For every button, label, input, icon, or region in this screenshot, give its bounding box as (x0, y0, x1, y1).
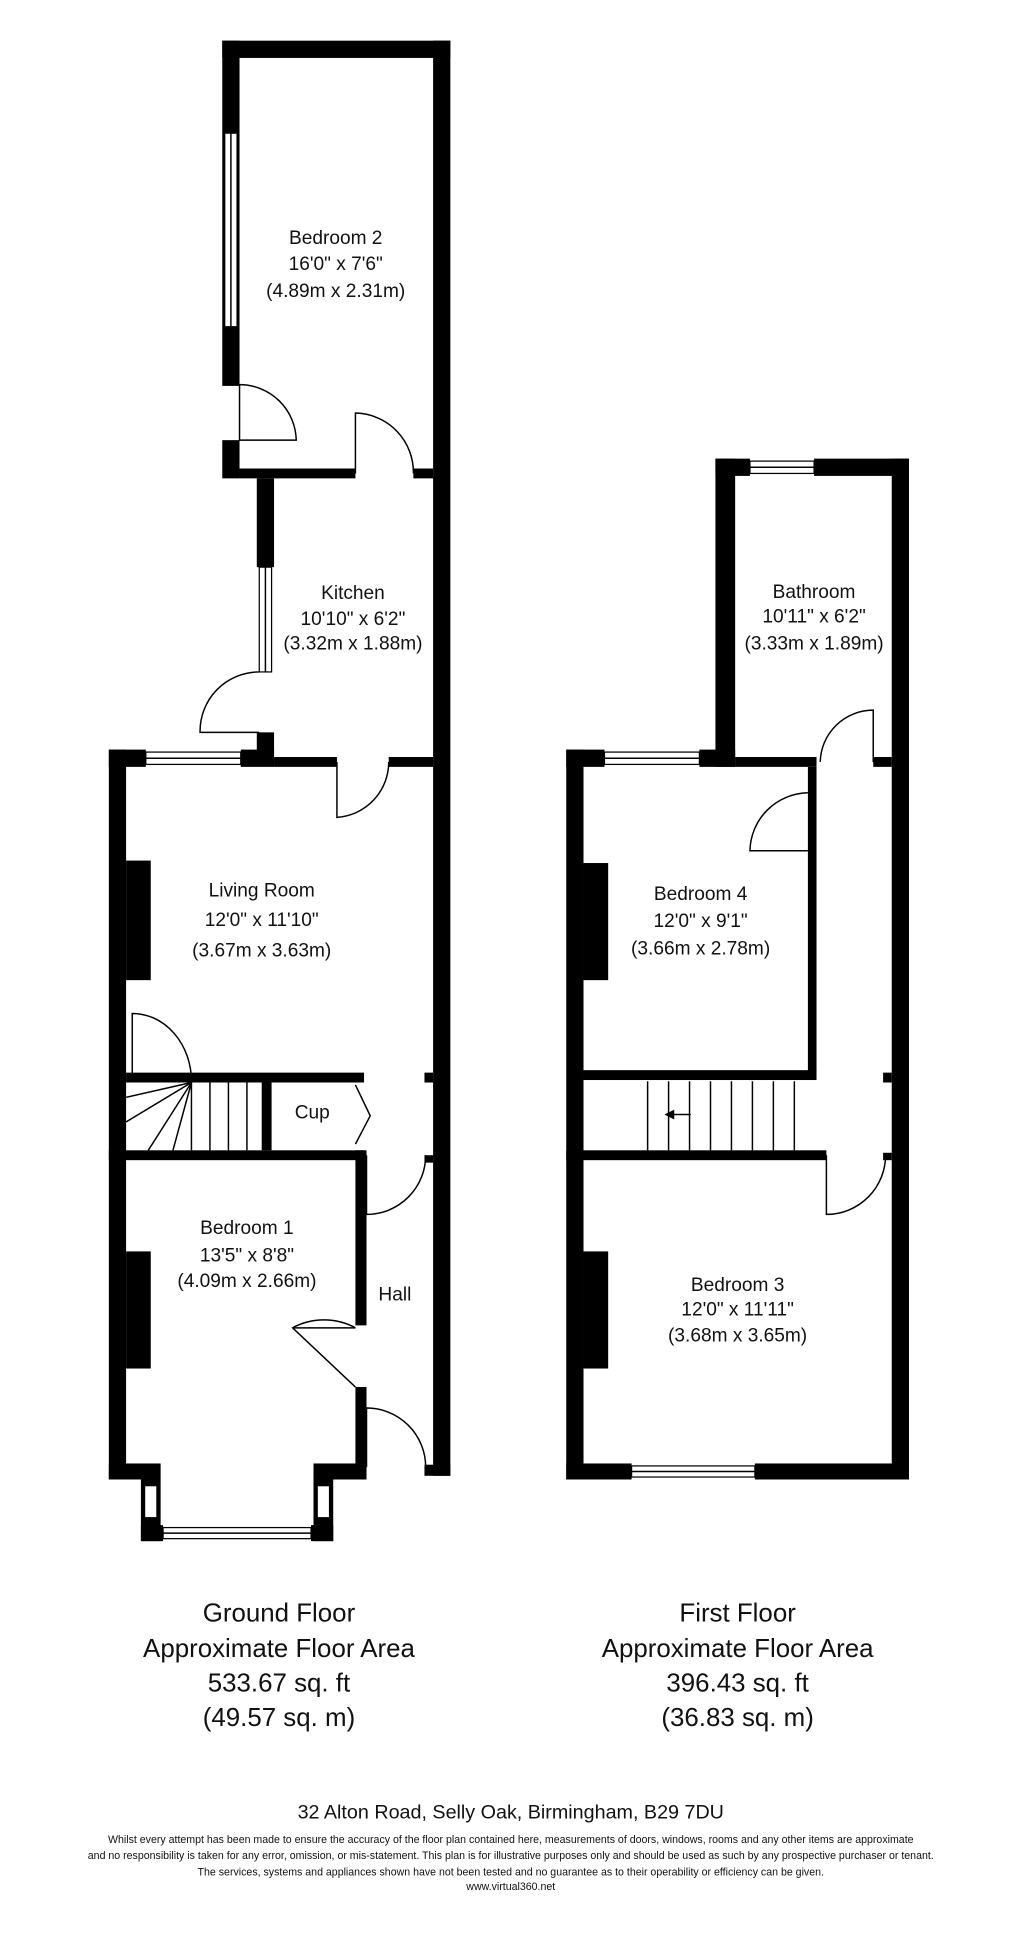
door-swing (291, 1319, 356, 1388)
svg-text:12'0" x 11'11": 12'0" x 11'11" (681, 1300, 794, 1321)
svg-text:(3.33m x 1.89m): (3.33m x 1.89m) (745, 634, 884, 655)
svg-text:Living Room: Living Room (209, 880, 315, 901)
svg-text:Approximate Floor Area: Approximate Floor Area (602, 1635, 874, 1663)
svg-text:(36.83 sq. m): (36.83 sq. m) (661, 1704, 813, 1732)
door-swing (365, 1155, 427, 1216)
svg-text:The services, systems and appl: The services, systems and appliances sho… (198, 1866, 824, 1878)
room-bedroom-3: Bedroom 3 12'0" x 11'11" (3.68m x 3.65m) (668, 1275, 807, 1347)
ground-floor-caption: Ground Floor Approximate Floor Area 533.… (143, 1599, 415, 1732)
svg-text:10'10" x 6'2": 10'10" x 6'2" (301, 609, 406, 630)
svg-text:(3.32m x 1.88m): (3.32m x 1.88m) (283, 634, 422, 655)
ground-floor-plan: Bedroom 2 16'0" x 7'6" (4.89m x 2.31m) K… (108, 40, 451, 1542)
property-address: 32 Alton Road, Selly Oak, Birmingham, B2… (298, 1802, 724, 1824)
svg-text:533.67 sq. ft: 533.67 sq. ft (208, 1670, 350, 1698)
staircase (125, 1081, 248, 1151)
svg-text:(4.89m x 2.31m): (4.89m x 2.31m) (266, 281, 405, 302)
first-floor-caption: First Floor Approximate Floor Area 396.4… (602, 1599, 874, 1732)
room-bedroom-4: Bedroom 4 12'0" x 9'1" (3.66m x 2.78m) (631, 884, 770, 959)
room-kitchen: Kitchen 10'10" x 6'2" (3.32m x 1.88m) (283, 583, 422, 655)
cupboard-door (354, 1084, 372, 1145)
svg-text:Ground Floor: Ground Floor (203, 1599, 356, 1627)
svg-text:16'0" x 7'6": 16'0" x 7'6" (289, 254, 383, 275)
door-swing (749, 792, 808, 852)
svg-text:(3.66m x 2.78m): (3.66m x 2.78m) (631, 938, 770, 959)
chimney-breast (126, 860, 151, 981)
svg-text:Bedroom 1: Bedroom 1 (200, 1218, 293, 1239)
svg-text:10'11" x 6'2": 10'11" x 6'2" (762, 607, 865, 628)
room-bedroom-1: Bedroom 1 13'5" x 8'8" (4.09m x 2.66m) (177, 1218, 316, 1292)
svg-text:(3.67m x 3.63m): (3.67m x 3.63m) (192, 941, 331, 962)
window (143, 1485, 158, 1519)
svg-text:First Floor: First Floor (679, 1599, 796, 1627)
chimney-breast (583, 1251, 609, 1369)
svg-text:12'0" x 11'10": 12'0" x 11'10" (205, 910, 319, 931)
door-swing (238, 383, 297, 441)
svg-text:Kitchen: Kitchen (321, 583, 385, 604)
svg-text:13'5" x 8'8": 13'5" x 8'8" (200, 1245, 294, 1266)
svg-text:Whilst every attempt has been: Whilst every attempt has been made to en… (108, 1834, 914, 1846)
svg-text:Bedroom 4: Bedroom 4 (654, 884, 748, 905)
svg-text:12'0" x 9'1": 12'0" x 9'1" (654, 911, 748, 932)
door-swing (131, 1012, 193, 1082)
svg-text:(4.09m x 2.66m): (4.09m x 2.66m) (177, 1271, 316, 1292)
svg-text:(3.68m x 3.65m): (3.68m x 3.65m) (668, 1325, 807, 1346)
room-bedroom-2: Bedroom 2 16'0" x 7'6" (4.89m x 2.31m) (266, 228, 405, 302)
first-floor-plan: Bathroom 10'11" x 6'2" (3.33m x 1.89m) B… (566, 458, 909, 1480)
svg-text:Bedroom 2: Bedroom 2 (289, 228, 382, 249)
svg-text:Bathroom: Bathroom (773, 582, 856, 603)
door-swing (336, 761, 390, 819)
room-bathroom: Bathroom 10'11" x 6'2" (3.33m x 1.89m) (745, 582, 884, 655)
chimney-breast (126, 1251, 151, 1369)
staircase (646, 1081, 796, 1151)
front-door-swing (365, 1407, 427, 1468)
chimney-breast (583, 863, 609, 981)
room-hall: Hall (378, 1285, 411, 1306)
svg-text:(49.57 sq. m): (49.57 sq. m) (203, 1704, 355, 1732)
room-cupboard: Cup (295, 1102, 330, 1123)
svg-text:396.43 sq. ft: 396.43 sq. ft (666, 1670, 808, 1698)
svg-text:Approximate Floor Area: Approximate Floor Area (143, 1635, 415, 1663)
website-link: www.virtual360.net (465, 1881, 555, 1893)
door-swing (825, 1155, 887, 1216)
svg-text:Bedroom 3: Bedroom 3 (691, 1275, 784, 1296)
svg-text:and no responsibility is taken: and no responsibility is taken for any e… (88, 1850, 934, 1862)
door-swing (819, 709, 874, 762)
window (316, 1485, 331, 1519)
disclaimer: Whilst every attempt has been made to en… (88, 1834, 934, 1893)
door-swing (199, 671, 260, 734)
door-swing (354, 412, 415, 474)
room-living-room: Living Room 12'0" x 11'10" (3.67m x 3.63… (192, 880, 331, 961)
